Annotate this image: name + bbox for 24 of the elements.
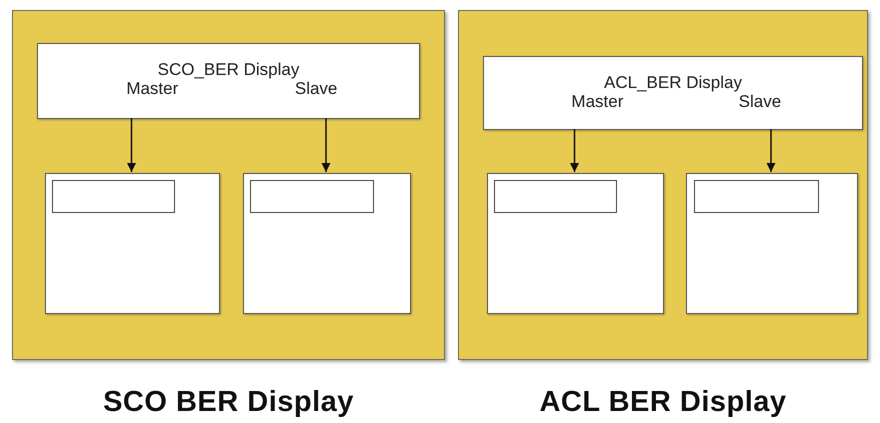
- display-field: [694, 180, 819, 213]
- display-box: [45, 173, 220, 314]
- display-box: [487, 173, 664, 314]
- panel-background: [12, 10, 445, 360]
- arrow: [127, 118, 136, 172]
- panel-caption: ACL BER Display: [539, 386, 787, 419]
- header-box: [483, 56, 863, 130]
- panel-caption: SCO BER Display: [103, 386, 354, 419]
- header-label: Slave: [294, 80, 338, 97]
- display-field: [494, 180, 617, 213]
- display-field: [52, 180, 175, 213]
- arrow: [766, 129, 776, 172]
- display-field: [250, 180, 374, 213]
- header-title: SCO_BER Display: [158, 61, 300, 78]
- header-title: ACL_BER Display: [604, 74, 742, 91]
- header-box: [37, 43, 420, 119]
- header-label: Master: [126, 80, 178, 97]
- header-label: Master: [571, 93, 624, 110]
- display-box: [686, 173, 858, 314]
- panel-background: [458, 10, 868, 360]
- arrow: [322, 118, 330, 172]
- arrow: [570, 129, 579, 172]
- display-box: [243, 173, 411, 314]
- header-label: Slave: [738, 93, 782, 110]
